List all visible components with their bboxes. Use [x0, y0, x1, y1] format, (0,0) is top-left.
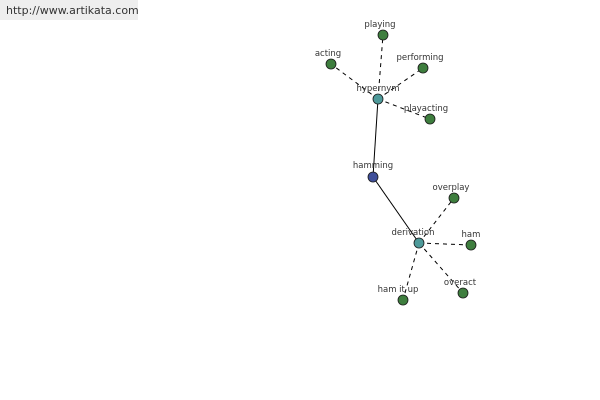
- site-url-label[interactable]: http://www.artikata.com: [0, 0, 139, 20]
- node-playing[interactable]: [377, 29, 389, 41]
- node-label-overplay[interactable]: overplay: [433, 183, 470, 193]
- node-label-hypernym[interactable]: hypernym: [356, 84, 399, 94]
- node-label-playacting[interactable]: playacting: [404, 104, 448, 114]
- node-performing[interactable]: [417, 62, 429, 74]
- edge-hypernym-performing: [377, 67, 424, 100]
- edge-hypernym-playing: [377, 34, 384, 100]
- node-acting[interactable]: [325, 58, 337, 70]
- node-label-ham-it-up[interactable]: ham it up: [378, 285, 419, 295]
- edge-hypernym-playacting: [377, 98, 431, 120]
- node-label-ham[interactable]: ham: [462, 230, 481, 240]
- node-hamming[interactable]: [367, 171, 379, 183]
- edge-derivation-ham_it_up: [402, 242, 420, 301]
- node-label-hamming[interactable]: hamming: [353, 161, 393, 171]
- node-hypernym[interactable]: [372, 93, 384, 105]
- node-label-acting[interactable]: acting: [315, 49, 341, 59]
- node-label-performing[interactable]: performing: [396, 53, 443, 63]
- node-overplay[interactable]: [448, 192, 460, 204]
- graph-edges: [330, 34, 472, 301]
- node-label-playing[interactable]: playing: [364, 20, 395, 30]
- node-ham-it-up[interactable]: [397, 294, 409, 306]
- edge-derivation-overact: [418, 242, 464, 294]
- edge-hamming-hypernym: [372, 98, 379, 178]
- edge-hypernym-acting: [330, 63, 379, 100]
- edge-derivation-overplay: [418, 197, 455, 244]
- node-overact[interactable]: [457, 287, 469, 299]
- node-ham[interactable]: [465, 239, 477, 251]
- edge-hamming-derivation: [372, 176, 420, 244]
- node-label-overact[interactable]: overact: [444, 278, 477, 288]
- node-derivation[interactable]: [413, 237, 425, 249]
- node-playacting[interactable]: [424, 113, 436, 125]
- graph-nodes: hamming hypernym derivation playing acting pe…: [315, 20, 481, 306]
- node-label-derivation[interactable]: derivation: [391, 228, 434, 238]
- edge-derivation-ham: [418, 242, 472, 246]
